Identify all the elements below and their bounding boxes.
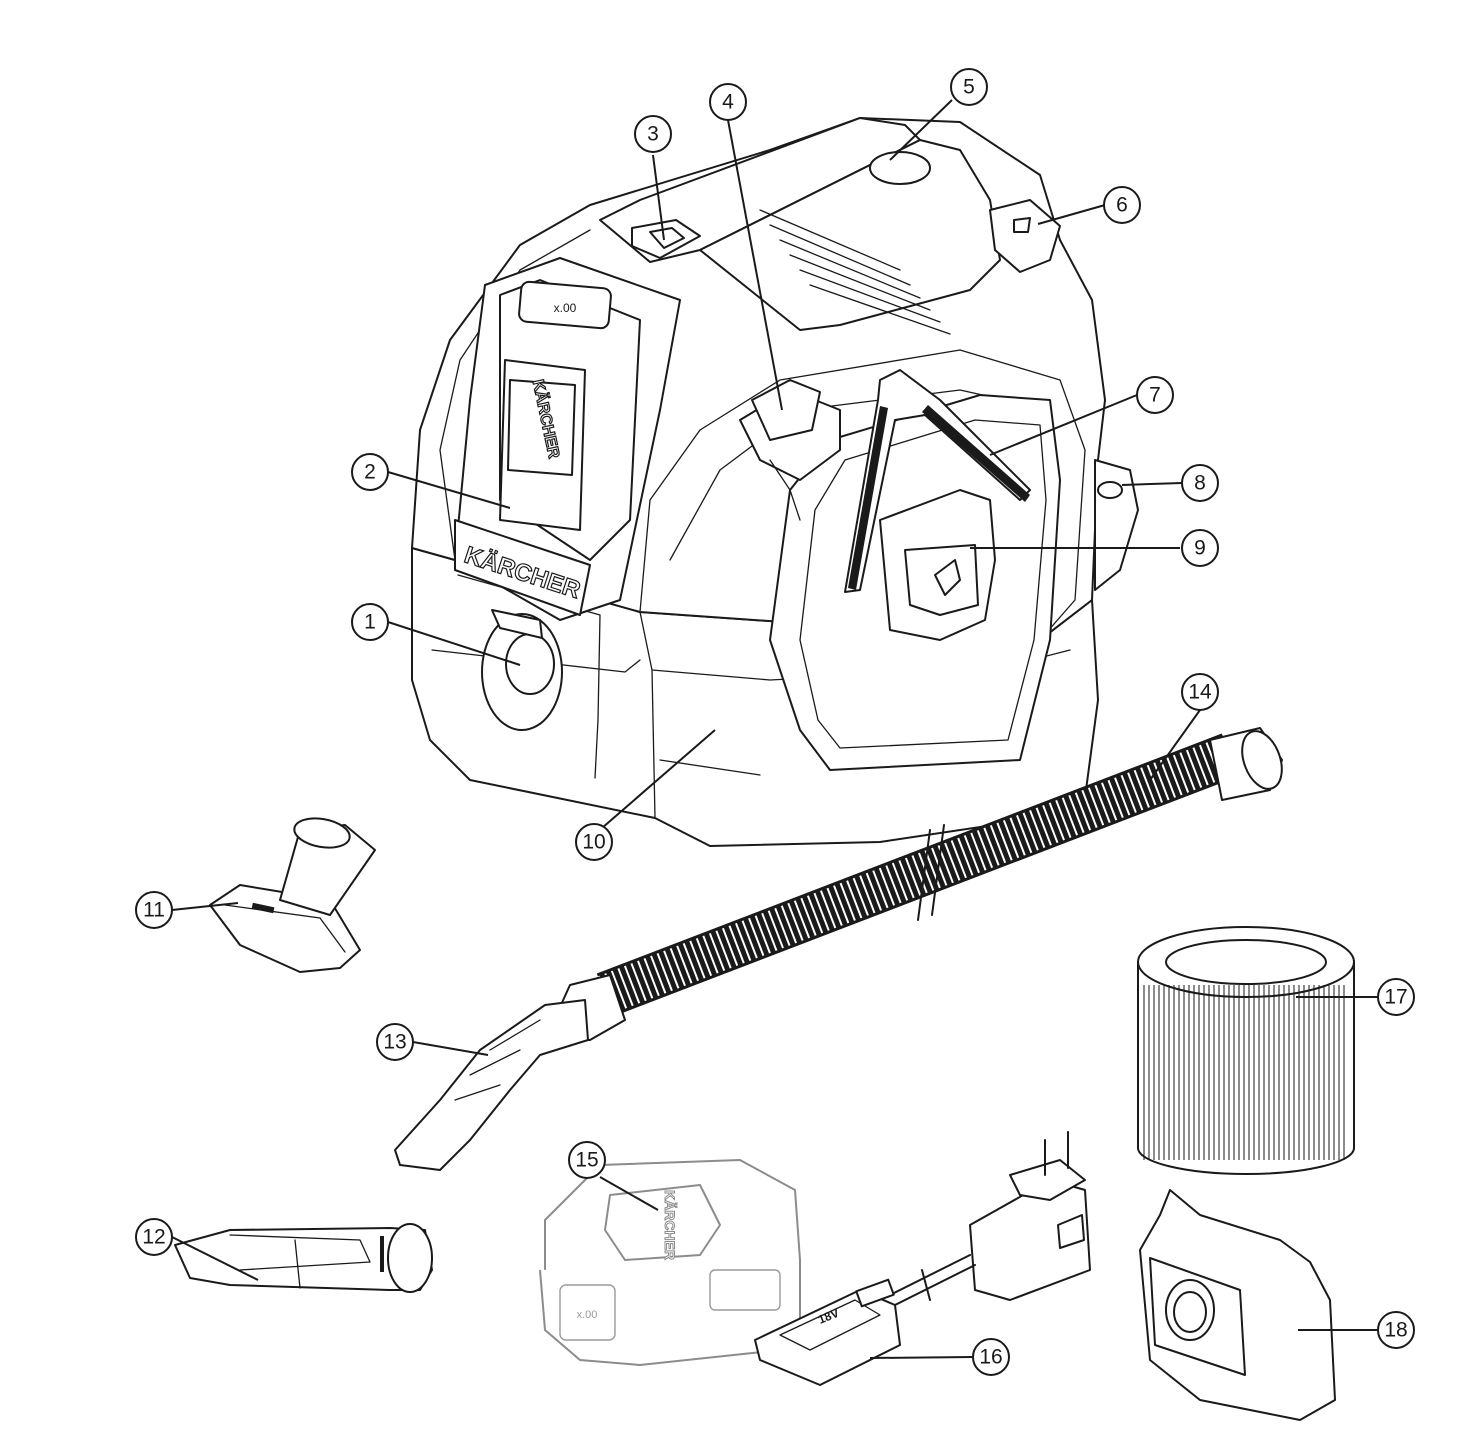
- callout-9: 9: [1181, 529, 1219, 567]
- filter-bag: [1139, 1189, 1336, 1421]
- svg-text:6: 6: [1116, 194, 1128, 217]
- battery-logo-plate: KÄRCHER: [507, 377, 576, 476]
- callout-14: 14: [1181, 673, 1219, 711]
- accessory-holder: [844, 369, 1031, 593]
- suction-port: [505, 633, 555, 695]
- callout-17: 17: [1377, 978, 1415, 1016]
- svg-text:8: 8: [1194, 472, 1206, 495]
- blower-port: [989, 199, 1061, 273]
- svg-text:4: 4: [722, 91, 734, 114]
- svg-text:16: 16: [979, 1346, 1002, 1369]
- suction-hose: [394, 727, 1283, 1171]
- svg-text:1: 1: [364, 611, 376, 634]
- callout-6: 6: [1103, 186, 1141, 224]
- callout-3: 3: [634, 115, 672, 153]
- svg-text:18: 18: [1384, 1319, 1407, 1342]
- callout-4: 4: [709, 83, 747, 121]
- svg-text:5: 5: [963, 76, 975, 99]
- floor-nozzle: [209, 817, 376, 973]
- svg-text:3: 3: [647, 123, 659, 146]
- cartridge-filter: [1137, 926, 1355, 1175]
- svg-text:14: 14: [1188, 681, 1212, 704]
- callout-18: 18: [1377, 1311, 1415, 1349]
- hose-storage: [1094, 459, 1139, 591]
- battery-pack: KÄRCHER x.00: [539, 1159, 801, 1366]
- callout-12: 12: [135, 1218, 173, 1256]
- svg-text:11: 11: [143, 899, 165, 922]
- battery-pack-display: x.00: [577, 1309, 598, 1321]
- crevice-nozzle: [174, 1223, 433, 1293]
- battery-display-text: x.00: [554, 301, 577, 315]
- callout-5: 5: [950, 68, 988, 106]
- svg-text:13: 13: [383, 1031, 406, 1054]
- svg-text:9: 9: [1194, 537, 1206, 560]
- callout-2: 2: [351, 453, 389, 491]
- callout-11: 11: [135, 891, 173, 929]
- callout-15: 15: [568, 1141, 606, 1179]
- svg-text:17: 17: [1384, 986, 1407, 1009]
- top-vents: [759, 209, 951, 335]
- svg-text:15: 15: [575, 1149, 598, 1172]
- svg-text:12: 12: [142, 1226, 165, 1249]
- callout-7: 7: [1136, 376, 1174, 414]
- filter-pleats: [1143, 985, 1345, 1160]
- callout-16: 16: [972, 1338, 1010, 1376]
- callout-1: 1: [351, 603, 389, 641]
- svg-text:10: 10: [582, 831, 605, 854]
- callout-13: 13: [376, 1023, 414, 1061]
- callout-group: 1 2 3 4 5 6 7 8 9 10 11 12 13 14 15 16 1…: [135, 68, 1415, 1376]
- vacuum-main-unit: x.00 KÄRCHER KÄRCHER: [411, 117, 1139, 847]
- svg-text:2: 2: [364, 461, 376, 484]
- svg-text:7: 7: [1149, 384, 1161, 407]
- callout-8: 8: [1181, 464, 1219, 502]
- battery-pack-logo: KÄRCHER: [662, 1190, 678, 1260]
- battery-charger: 18V: [754, 1131, 1091, 1386]
- callout-10: 10: [575, 823, 613, 861]
